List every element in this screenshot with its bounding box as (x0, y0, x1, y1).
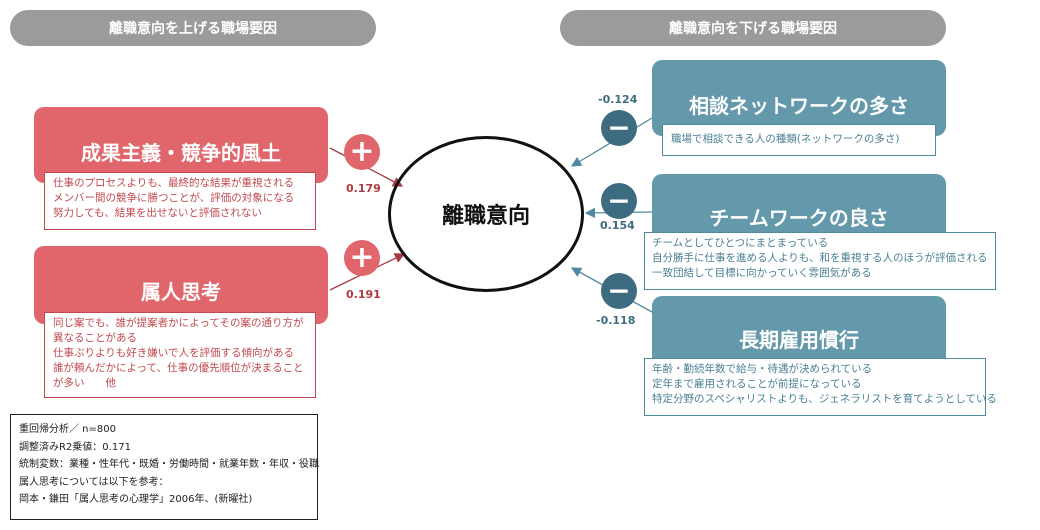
desc-line: 定年まで雇用されることが前提になっている (652, 378, 862, 390)
note-line: 属人思考については以下を参考： (19, 476, 169, 488)
minus-sign-soudan: − (601, 110, 637, 146)
center-node-label: 離職意向 (441, 204, 530, 229)
notes-box: 重回帰分析／ n=800 調整済みR2乗値：0.171 統制変数：業種・性年代・… (10, 414, 319, 520)
header-decrease: 離職意向を下げる職場要因 (560, 10, 946, 46)
factor-choki-koyo-title: 長期雇用慣行 (739, 328, 859, 352)
desc-line: 努力しても、結果を出せないと評価されない (53, 207, 262, 219)
note-line: 岡本・鎌田「属人思考の心理学」2006年、(新曜社) (19, 494, 253, 505)
center-node-rishoku-iko: 離職意向 (388, 136, 584, 292)
header-increase-label: 離職意向を上げる職場要因 (109, 21, 277, 37)
desc-choki-koyo: 年齢・勤続年数で給与・待遇が決められている 定年まで雇用されることが前提になって… (644, 358, 997, 416)
header-decrease-label: 離職意向を下げる職場要因 (669, 21, 837, 37)
desc-line: が多い 他 (53, 377, 116, 389)
desc-line: 誰が頼んだかによって、仕事の優先順位が決まること (53, 362, 304, 374)
coef-seika: 0.179 (346, 182, 381, 195)
desc-teamwork: チームとしてひとつにまとまっている 自分勝手に仕事を進める人よりも、和を重視する… (644, 232, 996, 290)
desc-line: 同じ案でも、誰が提案者かによってその案の通り方が (53, 317, 304, 329)
factor-seika-shugi-title: 成果主義・競争的風土 (81, 141, 281, 165)
desc-zokujin-shiko: 同じ案でも、誰が提案者かによってその案の通り方が 異なることがある 仕事ぶりより… (44, 312, 316, 398)
coef-zokujin: 0.191 (346, 288, 381, 301)
desc-line: 自分勝手に仕事を進める人よりも、和を重視する人のほうが評価される (652, 252, 988, 264)
factor-choki-koyo: 長期雇用慣行 (652, 296, 946, 370)
note-line: 統制変数：業種・性年代・既婚・労働時間・就業年数・年収・役職 (19, 459, 319, 470)
plus-icon: + (349, 240, 375, 275)
coef-soudan: -0.124 (598, 93, 638, 106)
minus-sign-choki: − (601, 273, 637, 309)
factor-soudan-network-title: 相談ネットワークの多さ (689, 94, 909, 118)
desc-line: 特定分野のスペシャリストよりも、ジェネラリストを育てようとしている (652, 393, 997, 405)
minus-icon: − (607, 274, 631, 307)
desc-line: 職場で相談できる人の種類(ネットワークの多さ) (671, 133, 900, 145)
minus-sign-teamwork: − (601, 183, 637, 219)
desc-soudan-network: 職場で相談できる人の種類(ネットワークの多さ) (662, 124, 936, 156)
plus-sign-seika: + (344, 134, 380, 170)
desc-line: 年齢・勤続年数で給与・待遇が決められている (652, 363, 873, 375)
desc-line: 仕事ぶりよりも好き嫌いで人を評価する傾向がある (53, 347, 294, 359)
desc-line: 仕事のプロセスよりも、最終的な結果が重視される (53, 177, 294, 189)
note-line: 調整済みR2乗値：0.171 (19, 441, 131, 453)
desc-line: 異なることがある (53, 332, 137, 344)
factor-teamwork-title: チームワークの良さ (709, 206, 889, 230)
minus-icon: − (607, 184, 631, 217)
factor-zokujin-shiko: 属人思考 (34, 246, 328, 324)
coef-choki: -0.118 (596, 314, 636, 327)
desc-line: チームとしてひとつにまとまっている (652, 237, 829, 249)
plus-icon: + (349, 134, 375, 169)
desc-seika-shugi: 仕事のプロセスよりも、最終的な結果が重視される メンバー間の競争に勝つことが、評… (44, 172, 316, 230)
factor-soudan-network: 相談ネットワークの多さ (652, 60, 946, 136)
desc-line: 一致団結して目標に向かっていく雰囲気がある (652, 267, 872, 279)
header-increase: 離職意向を上げる職場要因 (10, 10, 376, 46)
note-line: 重回帰分析／ n=800 (19, 424, 116, 435)
coef-teamwork: 0.154 (600, 219, 635, 232)
plus-sign-zokujin: + (344, 240, 380, 276)
minus-icon: − (607, 111, 631, 144)
desc-line: メンバー間の競争に勝つことが、評価の対象になる (53, 192, 295, 204)
factor-zokujin-shiko-title: 属人思考 (141, 280, 221, 304)
factor-seika-shugi: 成果主義・競争的風土 (34, 107, 328, 183)
